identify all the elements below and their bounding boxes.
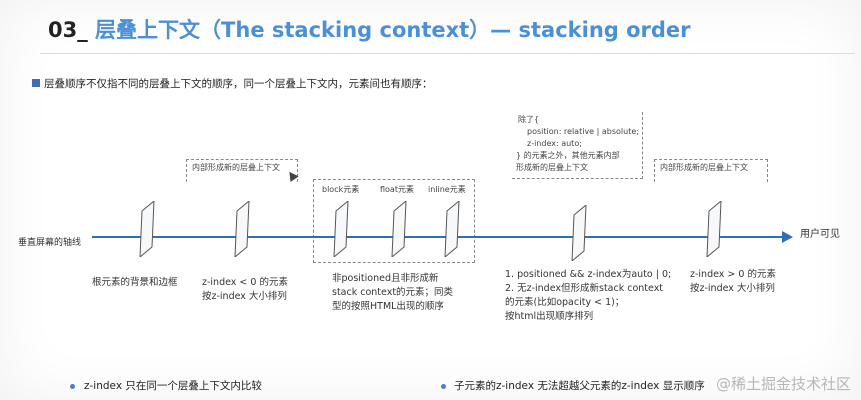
auto-context-box [512,112,643,179]
desc-flow-line-3: 型的按照HTML出现的顺序 [332,301,444,312]
auto-context-line-1: 除了{ [518,115,540,124]
axis-right-label: 用户可见 [800,229,840,240]
footer-bullet-right-icon [441,384,446,389]
positive-context-box [654,159,768,182]
desc-positive-line-1: z-index > 0 的元素 [690,269,776,280]
flow-elements-box [313,179,475,263]
watermark: @稀土掘金技术社区 [715,375,851,393]
auto-context-line-2: position: relative | absolute; [527,127,639,136]
desc-negative-line-2: 按z-index 大小排列 [202,291,287,302]
desc-zero-line-1: 1. positioned && z-index为auto | 0; [505,269,672,280]
desc-flow-line-1: 非positioned且非形成新 [332,273,439,284]
auto-context-line-5: 形成新的层叠上下文 [516,163,588,172]
plane-label-block: block元素 [322,185,360,194]
plane-label-float: float元素 [380,185,414,194]
desc-root: 根元素的背景和边框 [92,277,178,288]
auto-context-line-3: z-index: auto; [527,139,582,148]
negative-context-box [186,159,298,182]
desc-negative-line-1: z-index < 0 的元素 [202,277,288,288]
footer-note-right: 子元素的z-index 无法超越父元素的z-index 显示顺序 [454,380,705,392]
page-title: 03_ 层叠上下文（The stacking context）— stackin… [48,14,691,44]
intro-text: 层叠顺序不仅指不同的层叠上下文的顺序，同一个层叠上下文内，元素间也有顺序： [44,78,433,90]
axis-left-label: 垂直屏幕的轴线 [18,238,82,248]
title-text: 层叠上下文（The stacking context）— stacking or… [95,18,691,42]
plane-block [333,201,349,257]
footer-bullet-left-icon [70,384,75,389]
desc-zero-line-2: 2. 无z-index但形成新stack context [505,283,664,294]
plane-positive [706,201,722,257]
auto-context-line-4: } 的元素之外，其他元素内部 [516,151,620,160]
plane-float [391,201,407,257]
desc-zero-line-3: 的元素(比如opacity < 1)； [505,297,625,308]
plane-label-inline: inline元素 [428,185,466,194]
plane-root [139,201,155,257]
intro-bullet-icon [32,79,40,87]
desc-flow-line-2: stack context的元素；同类 [332,287,454,298]
screen-axis-line [92,236,784,238]
plane-inline [444,201,460,257]
plane-zero [571,205,587,261]
positive-context-label: 内部形成新的层叠上下文 [660,163,748,172]
title-divider [40,53,855,54]
footer-note-left: z-index 只在同一个层叠上下文内比较 [84,380,262,392]
negative-context-label: 内部形成新的层叠上下文 [192,163,280,172]
plane-negative [234,201,250,257]
title-number: 03_ [48,18,88,42]
desc-zero-line-4: 按html出现顺序排列 [505,311,594,322]
axis-arrow-icon [782,231,793,243]
desc-positive-line-2: 按z-index 大小排列 [690,283,775,294]
